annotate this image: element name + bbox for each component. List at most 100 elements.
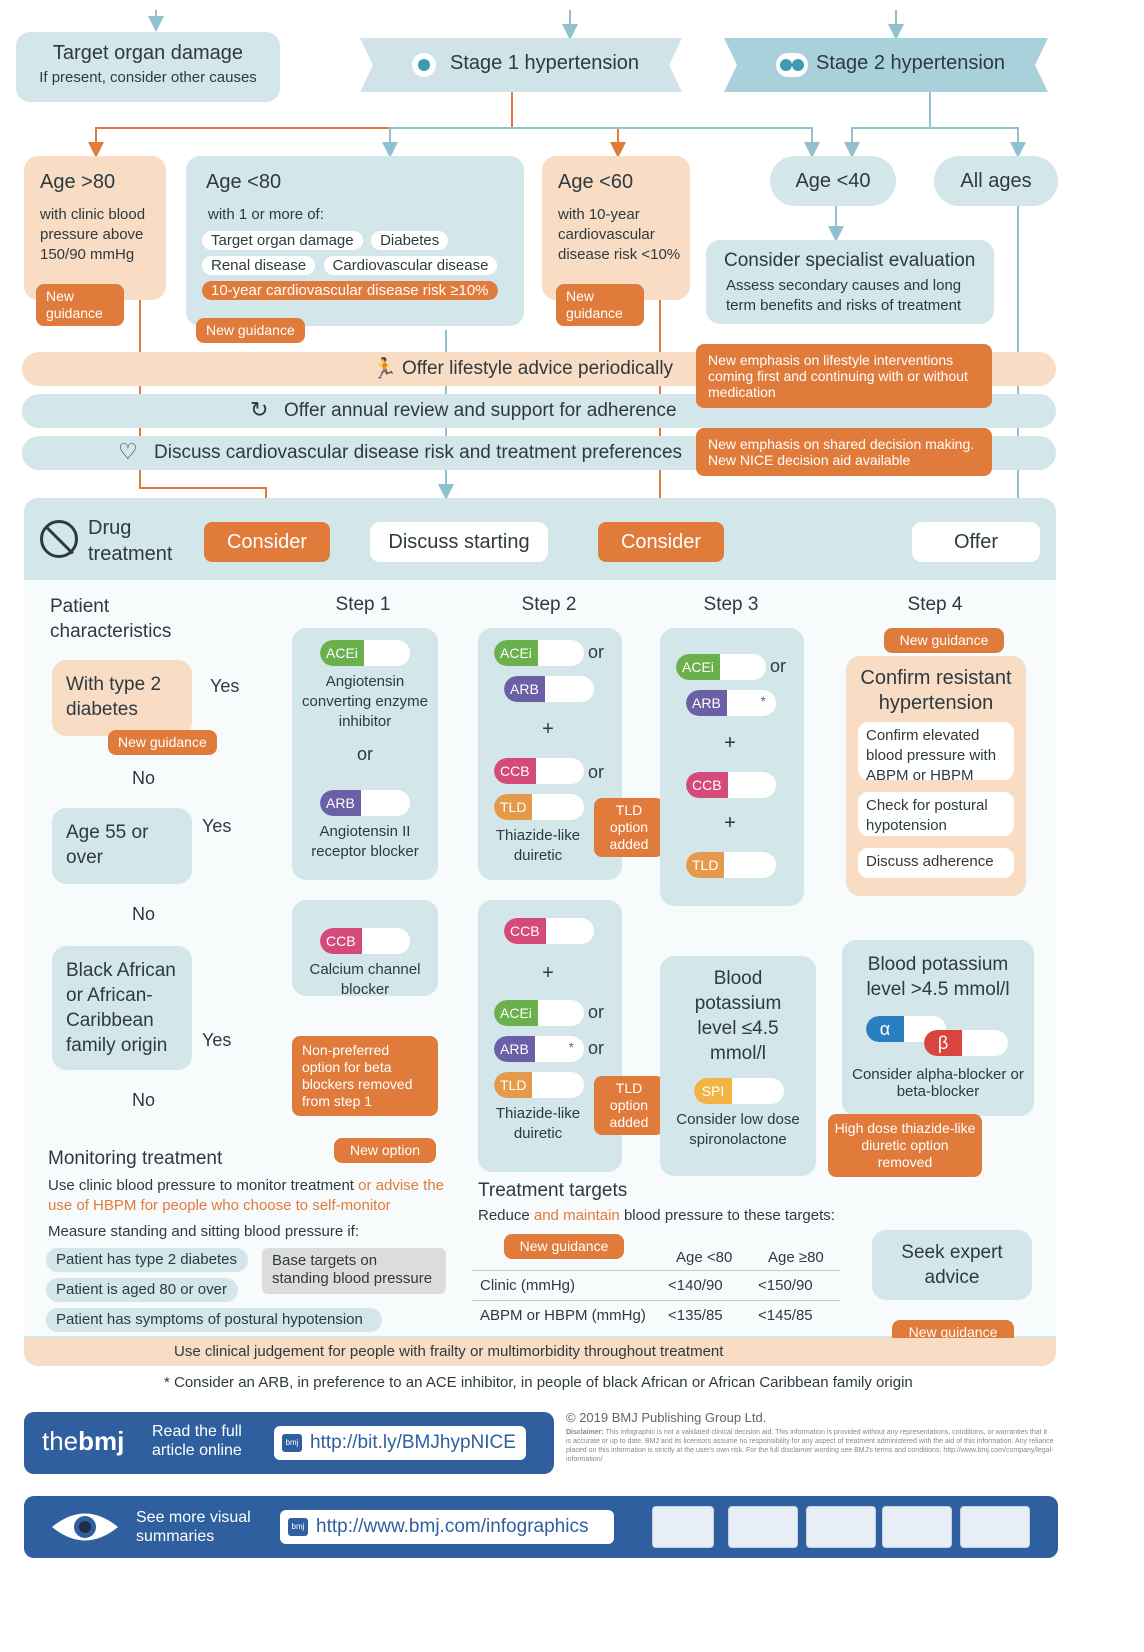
see-more-label: See more visual summaries bbox=[136, 1509, 251, 1545]
bmj-icon: bmj bbox=[288, 1518, 308, 1536]
copyright: © 2019 BMJ Publishing Group Ltd. bbox=[566, 1410, 767, 1425]
drug-pill-ccb: CCB bbox=[686, 772, 776, 798]
stage2-dots-icon bbox=[776, 53, 808, 77]
drug-title-2: treatment bbox=[88, 543, 173, 565]
drug-pill-tld: TLD bbox=[686, 852, 776, 878]
no-label-3: No bbox=[132, 1090, 156, 1110]
stage1-label: Stage 1 hypertension bbox=[450, 52, 640, 74]
drug-pill-tld: TLD bbox=[494, 794, 584, 820]
frailty-text: Use clinical judgement for people with f… bbox=[174, 1343, 724, 1360]
removed-tag: High dose thiazide-like diuretic option … bbox=[828, 1114, 982, 1177]
low-potassium-box: Blood potassium level ≤4.5 mmol/l bbox=[660, 956, 816, 1176]
age-under-80-tag: New guidance bbox=[196, 318, 305, 343]
type2-diabetes-label: With type 2 diabetes bbox=[66, 674, 162, 720]
age-under-80-title: Age <80 bbox=[206, 171, 282, 193]
target-organ-sub: If present, consider other causes bbox=[39, 69, 257, 86]
or-label: or bbox=[770, 656, 787, 676]
adherence-item: Discuss adherence bbox=[858, 848, 1014, 878]
type2-diabetes-box: With type 2 diabetes bbox=[52, 660, 192, 736]
specialist-text: Assess secondary causes and long term be… bbox=[726, 277, 962, 314]
or-label: or bbox=[588, 1038, 605, 1058]
step1-acei-arb-box bbox=[292, 628, 438, 880]
thumbnail-2[interactable] bbox=[728, 1506, 798, 1548]
step1-or: or bbox=[356, 744, 373, 764]
table-row: ABPM or HBPM (mmHg) <135/85 <145/85 bbox=[472, 1300, 840, 1330]
review-label: Offer annual review and support for adhe… bbox=[284, 400, 677, 421]
alpha-beta-text: Consider alpha-blocker or beta-blocker bbox=[852, 1066, 1024, 1100]
age-over-80-title: Age >80 bbox=[40, 171, 116, 193]
age-under-60-title: Age <60 bbox=[558, 171, 634, 193]
or-label: or bbox=[588, 762, 605, 782]
targets-col2: Age ≥80 bbox=[768, 1249, 824, 1266]
age-under-80-box: Age <80 with 1 or more of: Target organ … bbox=[186, 156, 524, 326]
review-stripe: ↻ Offer annual review and support for ad… bbox=[22, 394, 1056, 428]
step4-new-tag: New guidance bbox=[884, 628, 1004, 653]
table-row: Clinic (mmHg) <140/90 <150/90 bbox=[472, 1270, 840, 1301]
postural-check-item: Check for postural hypotension bbox=[858, 792, 1014, 836]
low-potassium-label: Blood potassium level ≤4.5 mmol/l bbox=[694, 968, 782, 1064]
target-organ-title: Target organ damage bbox=[52, 42, 244, 64]
age-under-80-sub: with 1 or more of: bbox=[208, 206, 324, 223]
criteria-target-organ: Target organ damage bbox=[202, 231, 363, 250]
bmj-icon: bmj bbox=[282, 1434, 302, 1452]
plus-sign: + bbox=[724, 732, 736, 754]
spi-text: Consider low dose spironolactone bbox=[676, 1111, 800, 1148]
age-over-80-text: with clinic blood pressure above 150/90 … bbox=[40, 206, 146, 263]
condition-postural: Patient has symptoms of postural hypoten… bbox=[46, 1308, 382, 1332]
patient-char-heading: Patient characteristics bbox=[50, 596, 172, 642]
targets-sub: Reduce and maintain blood pressure to th… bbox=[478, 1207, 835, 1224]
plus-sign: + bbox=[542, 718, 554, 740]
monitoring-measure: Measure standing and sitting blood press… bbox=[48, 1223, 360, 1240]
all-ages-box: All ages bbox=[934, 156, 1058, 206]
age-over-80-box: Age >80 with clinic blood pressure above… bbox=[24, 156, 166, 300]
tld-added-tag: TLD option added bbox=[594, 798, 664, 857]
type2-tag: New guidance bbox=[108, 730, 217, 755]
frailty-bar: Use clinical judgement for people with f… bbox=[24, 1338, 1056, 1366]
thumbnail-4[interactable] bbox=[882, 1506, 952, 1548]
step1-heading: Step 1 bbox=[335, 594, 391, 615]
no-label-2: No bbox=[132, 904, 156, 924]
condition-aged80: Patient is aged 80 or over bbox=[46, 1278, 238, 1302]
lifestyle-label: Offer lifestyle advice periodically bbox=[402, 358, 674, 379]
discuss-note: New emphasis on shared decision making. … bbox=[696, 428, 992, 476]
stage2-banner: Stage 2 hypertension bbox=[724, 38, 1048, 92]
tld-added-tag: TLD option added bbox=[594, 1076, 664, 1135]
consider-button-2: Consider bbox=[598, 522, 724, 562]
discuss-label: Discuss cardiovascular disease risk and … bbox=[154, 442, 683, 463]
beta-removed-note: Non-preferred option for beta blockers r… bbox=[292, 1036, 438, 1116]
refresh-icon: ↻ bbox=[250, 397, 269, 422]
offer-button: Offer bbox=[912, 522, 1040, 562]
specialist-title: Consider specialist evaluation bbox=[724, 250, 976, 271]
thumbnail-3[interactable] bbox=[806, 1506, 876, 1548]
confirm-elevated-item: Confirm elevated blood pressure with ABP… bbox=[858, 722, 1014, 784]
yes-label-2: Yes bbox=[202, 816, 232, 836]
drug-pill-acei: ACEi bbox=[494, 1000, 584, 1026]
high-potassium-label: Blood potassium level >4.5 mmol/l bbox=[866, 954, 1010, 1000]
consider-button-1: Consider bbox=[204, 522, 330, 562]
drug-pill-tld: TLD bbox=[494, 1072, 584, 1098]
black-african-label: Black African or African-Caribbean famil… bbox=[66, 960, 176, 1056]
disclaimer: Disclaimer: This infographic is not a va… bbox=[566, 1429, 1054, 1463]
age-under-60-tag: New guidance bbox=[556, 284, 644, 326]
thumbnail-5[interactable] bbox=[960, 1506, 1030, 1548]
drug-pill-arb-star: ARB* bbox=[494, 1036, 584, 1062]
arb-name: Angiotensin II receptor blocker bbox=[311, 823, 419, 860]
thumbnail-1[interactable] bbox=[652, 1506, 714, 1548]
heart-icon: ♡ bbox=[118, 439, 138, 464]
age55-label: Age 55 or over bbox=[66, 822, 149, 868]
condition-diabetes: Patient has type 2 diabetes bbox=[46, 1248, 248, 1272]
no-label-1: No bbox=[132, 768, 156, 788]
step2-heading: Step 2 bbox=[521, 594, 577, 615]
or-label: or bbox=[588, 1002, 605, 1022]
plus-sign: + bbox=[542, 962, 554, 984]
targets-table: Clinic (mmHg) <140/90 <150/90 ABPM or HB… bbox=[472, 1270, 840, 1330]
drug-pill-acei: ACEi bbox=[320, 640, 410, 666]
targets-tag: New guidance bbox=[504, 1234, 624, 1259]
or-label: or bbox=[588, 642, 605, 662]
stage1-banner: Stage 1 hypertension bbox=[360, 38, 682, 92]
targets-col1: Age <80 bbox=[676, 1249, 733, 1266]
age-under-60-text: with 10-year cardiovascular disease risk… bbox=[558, 206, 681, 263]
